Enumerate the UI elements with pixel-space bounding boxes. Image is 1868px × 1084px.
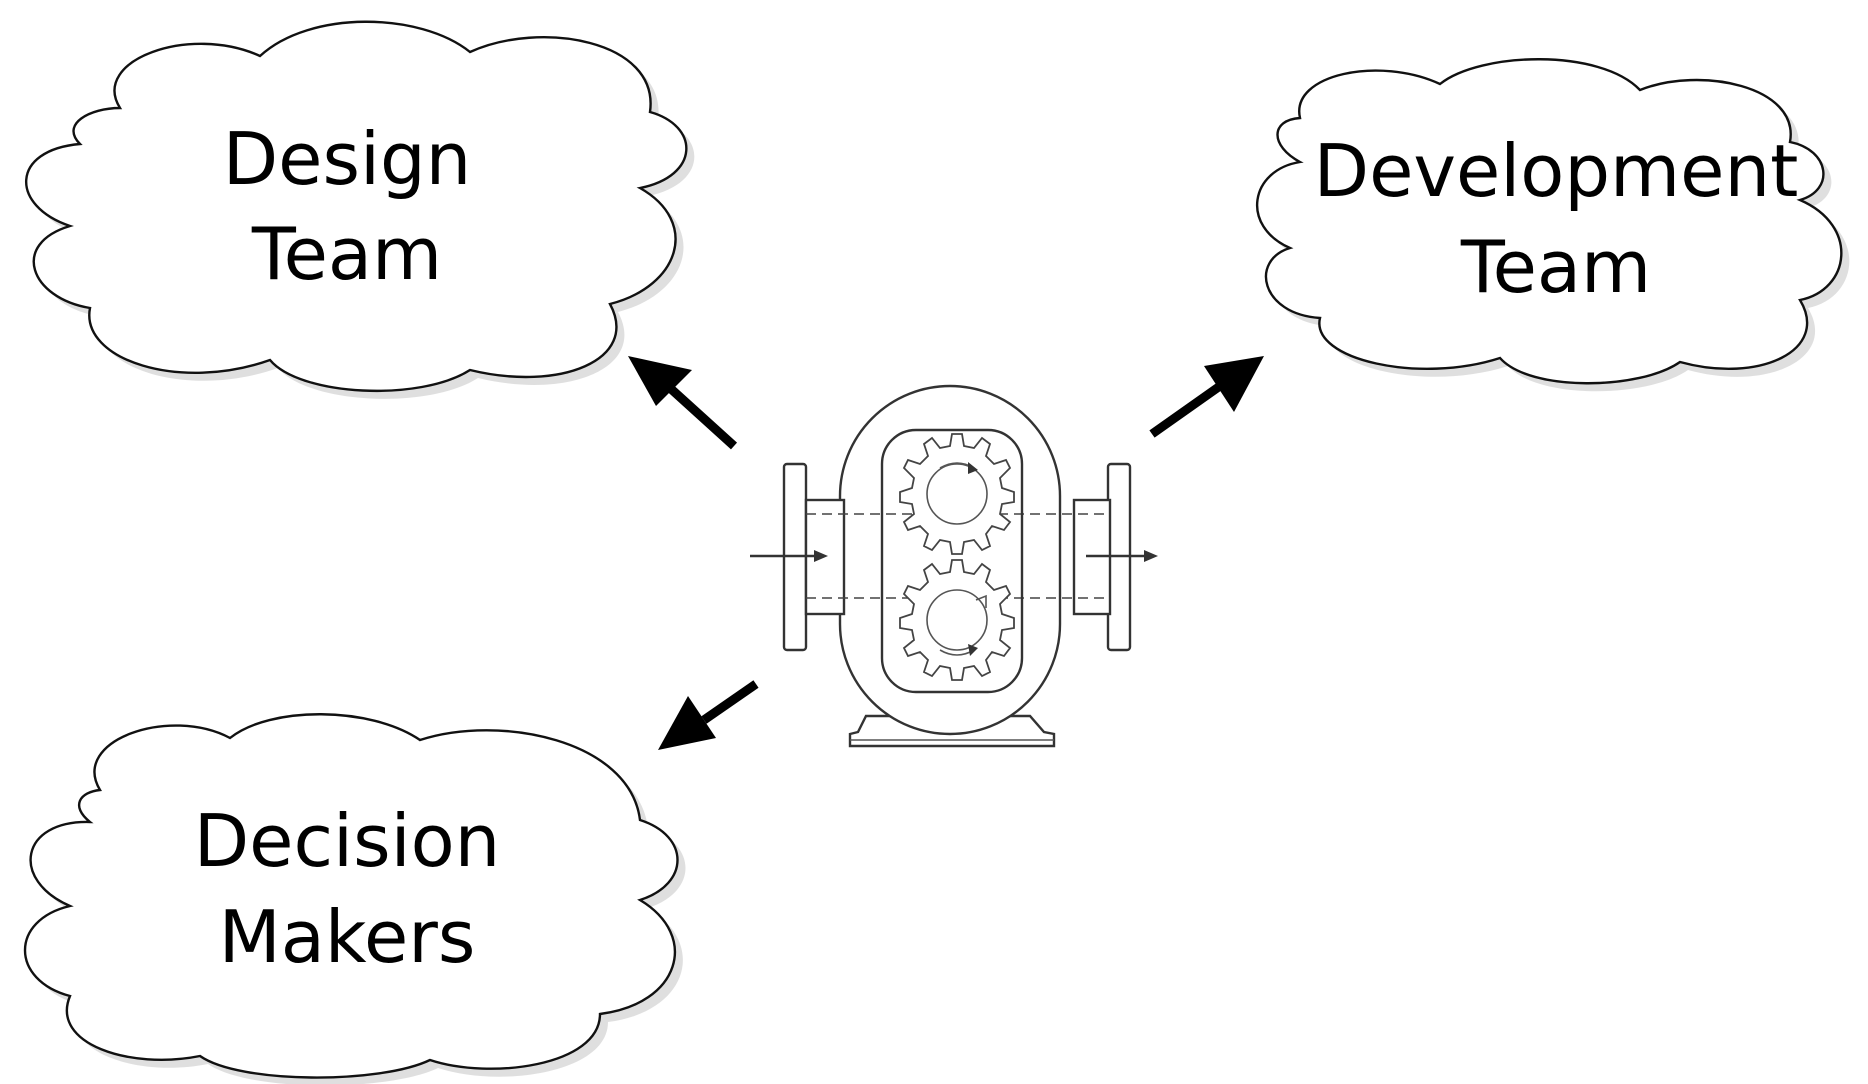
upper-gear-icon [899,433,1015,555]
decision-makers-line1: Decision [194,799,501,883]
development-team-line2: Team [1460,225,1651,309]
cloud-development-team: Development Team [1255,58,1850,392]
decision-makers-line2: Makers [219,895,476,979]
design-team-line2: Team [251,212,442,296]
arrow-to-development [1149,356,1264,438]
arrow-to-decision [658,680,759,750]
development-team-line1: Development [1314,129,1799,213]
arrow-to-design [628,356,738,450]
cloud-design-team: Design Team [25,20,695,399]
gear-pump-icon [750,384,1158,748]
lower-gear-icon [899,559,1015,681]
design-team-line1: Design [223,117,472,201]
cloud-decision-makers: Decision Makers [23,713,686,1084]
